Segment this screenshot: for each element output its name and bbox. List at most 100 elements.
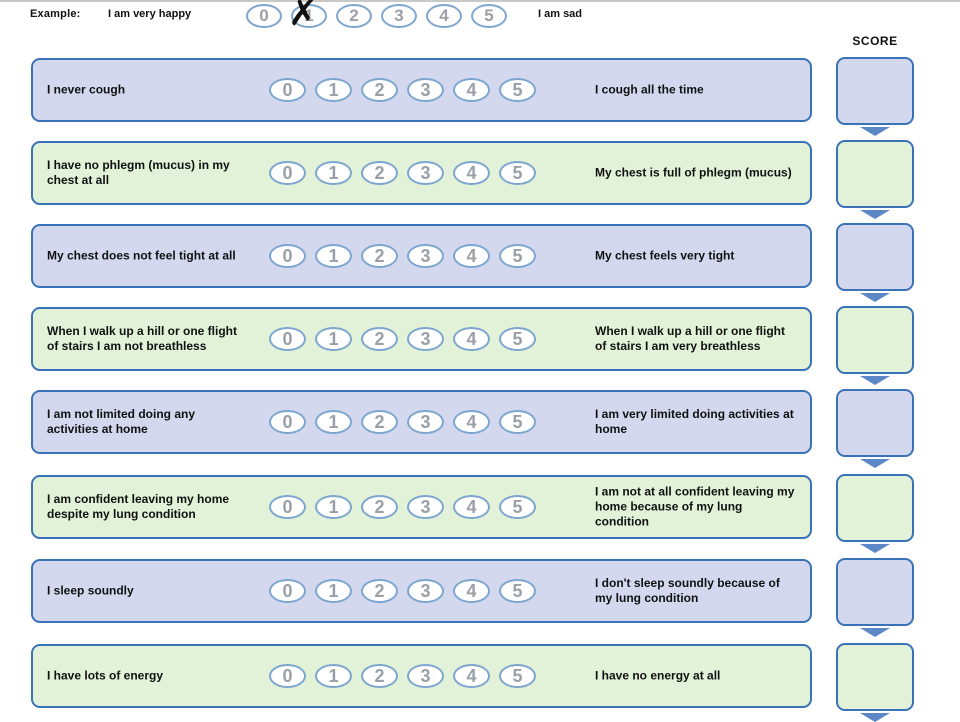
- question-right-statement: I am very limited doing activities at ho…: [595, 407, 794, 436]
- rating-option-1[interactable]: 1: [315, 495, 352, 519]
- rating-option-1[interactable]: 1: [315, 579, 352, 603]
- score-box[interactable]: [836, 57, 914, 125]
- rating-option-4[interactable]: 4: [453, 664, 490, 688]
- rating-option-0[interactable]: 0: [269, 78, 306, 102]
- rating-option-3[interactable]: 3: [407, 410, 444, 434]
- question-left-statement: I am not limited doing any activities at…: [47, 407, 196, 436]
- rating-option-3[interactable]: 3: [407, 161, 444, 185]
- score-box[interactable]: [836, 558, 914, 626]
- question-right-statement: I don't sleep soundly because of my lung…: [595, 576, 780, 605]
- rating-option-0[interactable]: 0: [269, 579, 306, 603]
- rating-option-2[interactable]: 2: [361, 327, 398, 351]
- rating-option-3[interactable]: 3: [407, 327, 444, 351]
- rating-option-4[interactable]: 4: [453, 579, 490, 603]
- question-left-statement: I have lots of energy: [47, 668, 164, 683]
- rating-option-4[interactable]: 4: [453, 161, 490, 185]
- rating-option-0[interactable]: 0: [269, 327, 306, 351]
- rating-option-3[interactable]: 3: [407, 244, 444, 268]
- example-scale: 0 1 2 3 4 5 ✗: [246, 0, 516, 32]
- rating-option-5[interactable]: 5: [499, 327, 536, 351]
- question-left-statement: When I walk up a hill or one flight of s…: [47, 324, 238, 353]
- question-right-statement: I have no energy at all: [595, 668, 721, 683]
- example-label: Example:: [30, 8, 81, 20]
- rating-option-3[interactable]: 3: [407, 579, 444, 603]
- example-option-0: 0: [246, 4, 282, 28]
- question-left-statement: I never cough: [47, 82, 126, 97]
- rating-option-2[interactable]: 2: [361, 579, 398, 603]
- rating-option-0[interactable]: 0: [269, 495, 306, 519]
- rating-option-2[interactable]: 2: [361, 161, 398, 185]
- rating-option-1[interactable]: 1: [315, 410, 352, 434]
- rating-option-5[interactable]: 5: [499, 78, 536, 102]
- score-box[interactable]: [836, 223, 914, 291]
- rating-option-4[interactable]: 4: [453, 244, 490, 268]
- rating-option-2[interactable]: 2: [361, 495, 398, 519]
- rating-option-0[interactable]: 0: [269, 244, 306, 268]
- rating-option-5[interactable]: 5: [499, 664, 536, 688]
- rating-option-4[interactable]: 4: [453, 495, 490, 519]
- score-header: SCORE: [852, 34, 898, 48]
- down-arrow-icon: [860, 293, 890, 302]
- question-right-statement: I cough all the time: [595, 82, 704, 97]
- example-option-4: 4: [426, 4, 462, 28]
- rating-option-2[interactable]: 2: [361, 410, 398, 434]
- rating-option-5[interactable]: 5: [499, 579, 536, 603]
- rating-option-3[interactable]: 3: [407, 664, 444, 688]
- question-right-statement: My chest is full of phlegm (mucus): [595, 165, 792, 180]
- rating-option-5[interactable]: 5: [499, 495, 536, 519]
- example-right-text: I am sad: [538, 8, 583, 20]
- rating-option-1[interactable]: 1: [315, 327, 352, 351]
- question-left-statement: My chest does not feel tight at all: [47, 248, 236, 263]
- rating-option-5[interactable]: 5: [499, 161, 536, 185]
- rating-option-0[interactable]: 0: [269, 161, 306, 185]
- down-arrow-icon: [860, 544, 890, 553]
- rating-option-4[interactable]: 4: [453, 78, 490, 102]
- score-box[interactable]: [836, 389, 914, 457]
- top-divider: [0, 0, 960, 2]
- score-box[interactable]: [836, 140, 914, 208]
- rating-option-3[interactable]: 3: [407, 495, 444, 519]
- rating-option-1[interactable]: 1: [315, 664, 352, 688]
- rating-option-0[interactable]: 0: [269, 410, 306, 434]
- question-left-statement: I am confident leaving my home despite m…: [47, 492, 230, 521]
- question-row: When I walk up a hill or one flight of s…: [31, 307, 812, 371]
- rating-option-4[interactable]: 4: [453, 410, 490, 434]
- rating-option-1[interactable]: 1: [315, 78, 352, 102]
- rating-option-5[interactable]: 5: [499, 244, 536, 268]
- rating-option-1[interactable]: 1: [315, 161, 352, 185]
- question-right-statement: My chest feels very tight: [595, 248, 735, 263]
- example-option-3: 3: [381, 4, 417, 28]
- rating-option-2[interactable]: 2: [361, 78, 398, 102]
- question-row: I am not limited doing any activities at…: [31, 390, 812, 454]
- example-option-1: 1: [291, 4, 327, 28]
- rating-option-2[interactable]: 2: [361, 664, 398, 688]
- down-arrow-icon: [860, 713, 890, 722]
- rating-option-3[interactable]: 3: [407, 78, 444, 102]
- score-box[interactable]: [836, 474, 914, 542]
- rating-option-5[interactable]: 5: [499, 410, 536, 434]
- down-arrow-icon: [860, 210, 890, 219]
- down-arrow-icon: [860, 628, 890, 637]
- question-row: I have no phlegm (mucus) in my chest at …: [31, 141, 812, 205]
- question-row: I am confident leaving my home despite m…: [31, 475, 812, 539]
- down-arrow-icon: [860, 376, 890, 385]
- question-left-statement: I have no phlegm (mucus) in my chest at …: [47, 158, 230, 187]
- question-right-statement: When I walk up a hill or one flight of s…: [595, 324, 786, 353]
- rating-option-4[interactable]: 4: [453, 327, 490, 351]
- rating-option-2[interactable]: 2: [361, 244, 398, 268]
- example-row: Example: I am very happy 0 1 2 3 4 5 ✗ I…: [30, 0, 630, 32]
- rating-option-0[interactable]: 0: [269, 664, 306, 688]
- score-box[interactable]: [836, 306, 914, 374]
- rating-option-1[interactable]: 1: [315, 244, 352, 268]
- score-box[interactable]: [836, 643, 914, 711]
